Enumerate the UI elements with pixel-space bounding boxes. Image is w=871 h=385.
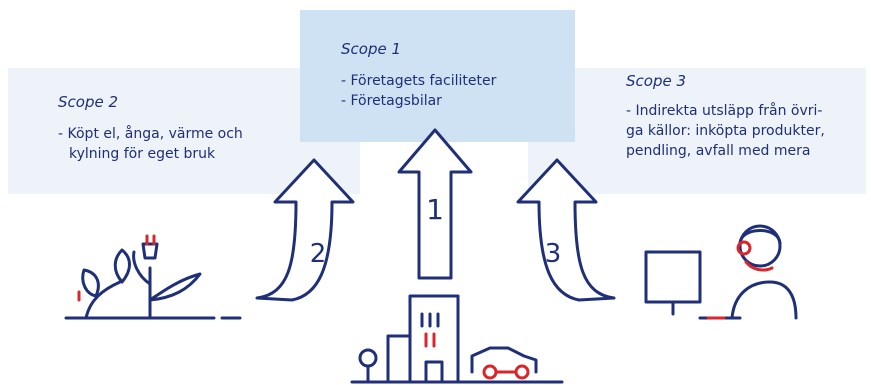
scope1-line-1: - Företagets faciliteter [341,73,497,89]
plant-with-plug-icon [64,234,242,320]
scope2-line-2: kylning för eget bruk [69,146,216,162]
scope3-line-1: - Indirekta utsläpp från övri- [626,103,823,119]
office-building-icon [350,294,564,384]
person-at-computer-icon [644,224,798,320]
car-icon [470,346,538,380]
arrow-2: 2 [255,158,355,302]
arrow-1-number: 1 [426,193,444,226]
scope2-title: Scope 2 [58,93,119,111]
arrow-3: 3 [516,158,616,302]
scope3-title: Scope 3 [626,72,687,90]
scope3-line-3: pendling, avfall med mera [626,143,811,159]
scope1-title: Scope 1 [341,40,402,58]
arrow-1: 1 [397,128,473,280]
scope2-line-1: - Köpt el, ånga, värme och [58,126,243,142]
scope3-panel [528,68,866,194]
scope3-line-2: ga källor: inköpta produkter, [626,123,825,139]
arrow-3-number: 3 [545,239,562,269]
scope1-line-2: - Företagsbilar [341,93,442,109]
arrow-2-number: 2 [310,239,327,269]
scope1-panel [300,10,575,142]
